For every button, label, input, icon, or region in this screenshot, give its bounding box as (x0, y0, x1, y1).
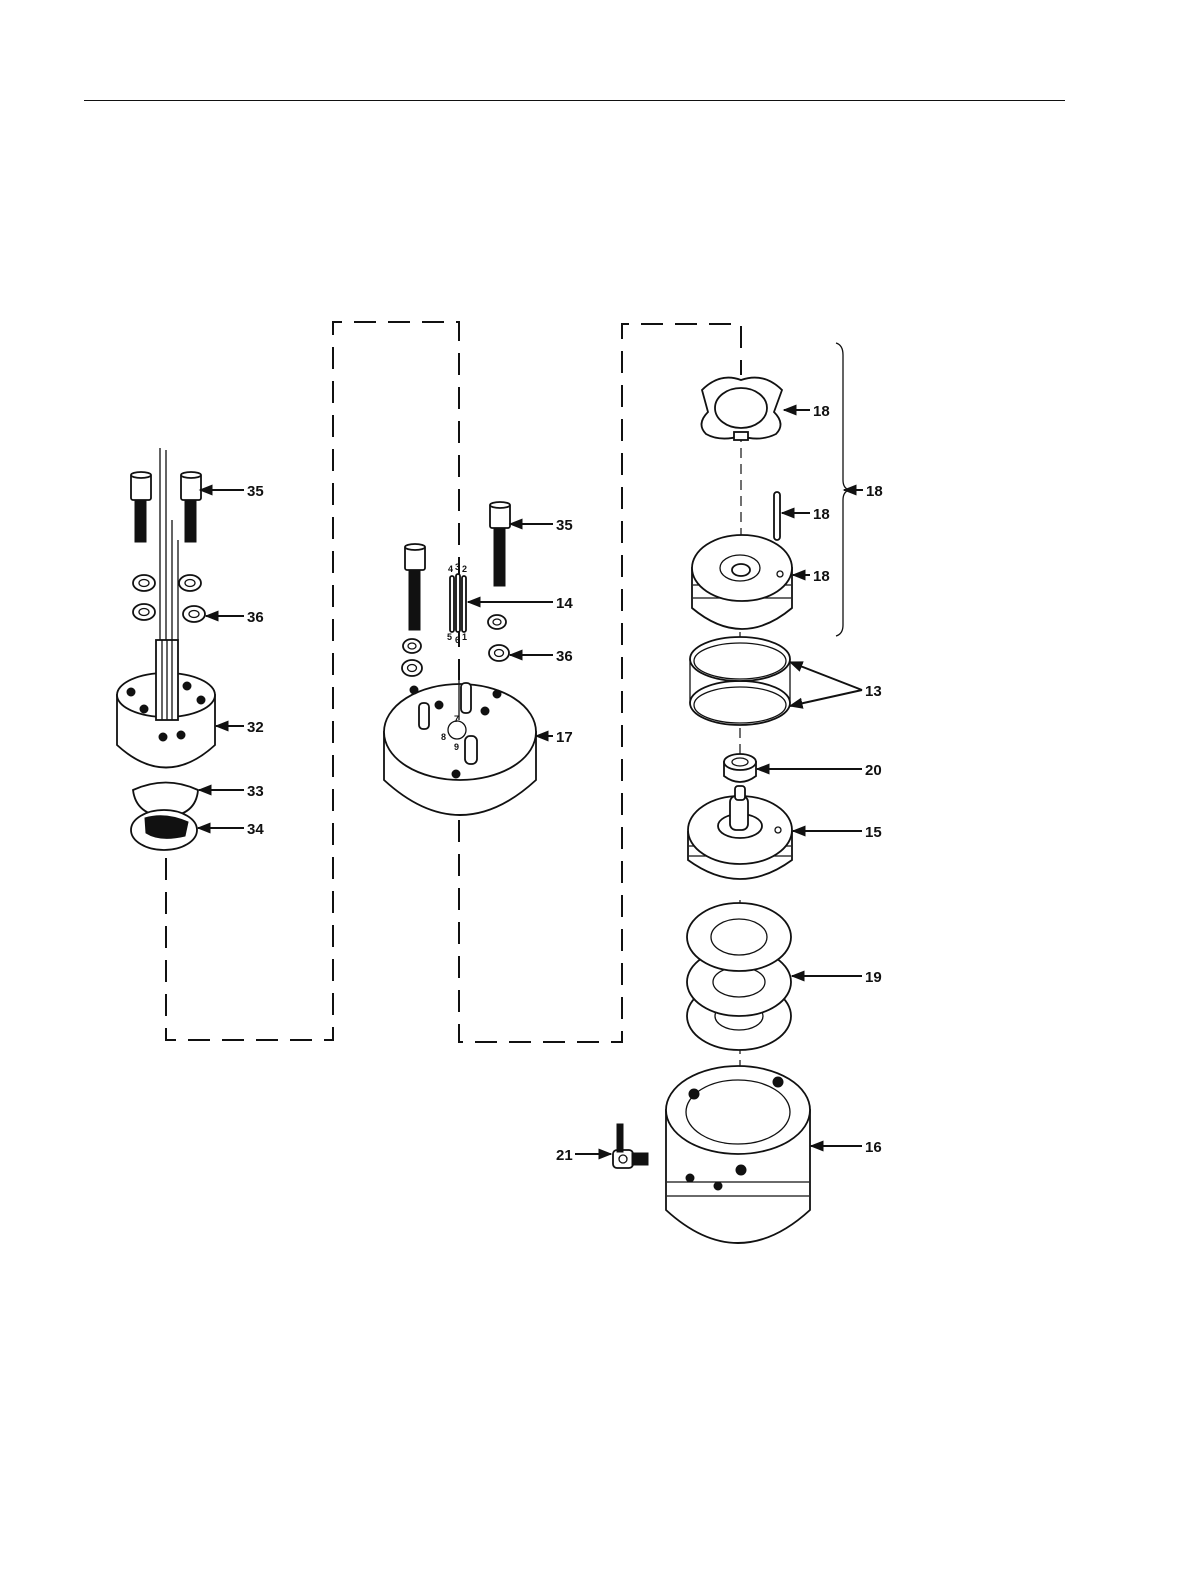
part-20-bushing (724, 754, 756, 782)
part-18-pin (774, 492, 780, 540)
dial-number-9: 9 (454, 742, 459, 752)
mid-screw-right (490, 502, 510, 586)
callout-16: 16 (865, 1139, 882, 1156)
callout-36-mid: 36 (556, 648, 573, 665)
callout-34: 34 (247, 821, 264, 838)
pin-number-3: 3 (455, 562, 460, 572)
pin-number-6: 6 (455, 635, 460, 645)
callout-14: 14 (556, 595, 573, 612)
part-16-housing (666, 1066, 810, 1243)
part-18-body (692, 535, 792, 629)
callout-18-ring: 18 (813, 403, 830, 420)
callout-35-mid: 35 (556, 517, 573, 534)
part-19-discs (687, 903, 791, 1050)
callout-32: 32 (247, 719, 264, 736)
pin-number-1: 1 (462, 632, 467, 642)
part-17-body (384, 680, 536, 815)
part-18-clip (701, 378, 782, 440)
part-14-pins (450, 574, 466, 632)
mid-screw-left (405, 544, 425, 630)
callout-17: 17 (556, 729, 573, 746)
callout-19: 19 (865, 969, 882, 986)
part-21-fitting (613, 1124, 648, 1168)
callout-18-pin: 18 (813, 506, 830, 523)
callout-21: 21 (556, 1147, 573, 1164)
callout-33: 33 (247, 783, 264, 800)
callout-13: 13 (865, 683, 882, 700)
callout-15: 15 (865, 824, 882, 841)
pin-number-2: 2 (462, 564, 467, 574)
callout-20: 20 (865, 762, 882, 779)
part-34-disc (131, 810, 197, 850)
pin-number-5: 5 (447, 632, 452, 642)
dial-number-7: 7 (454, 714, 459, 724)
left-washers (133, 575, 205, 622)
callout-36-left: 36 (247, 609, 264, 626)
callout-35-left: 35 (247, 483, 264, 500)
part-32-block (117, 640, 215, 768)
callout-18-body: 18 (813, 568, 830, 585)
part-13-rings (690, 637, 790, 725)
dial-number-8: 8 (441, 732, 446, 742)
callout-labels: 35 36 32 33 34 35 14 36 17 18 18 18 18 1… (247, 403, 883, 1164)
callout-18-group: 18 (866, 483, 883, 500)
pin-number-4: 4 (448, 564, 453, 574)
part-15-base (688, 786, 792, 879)
